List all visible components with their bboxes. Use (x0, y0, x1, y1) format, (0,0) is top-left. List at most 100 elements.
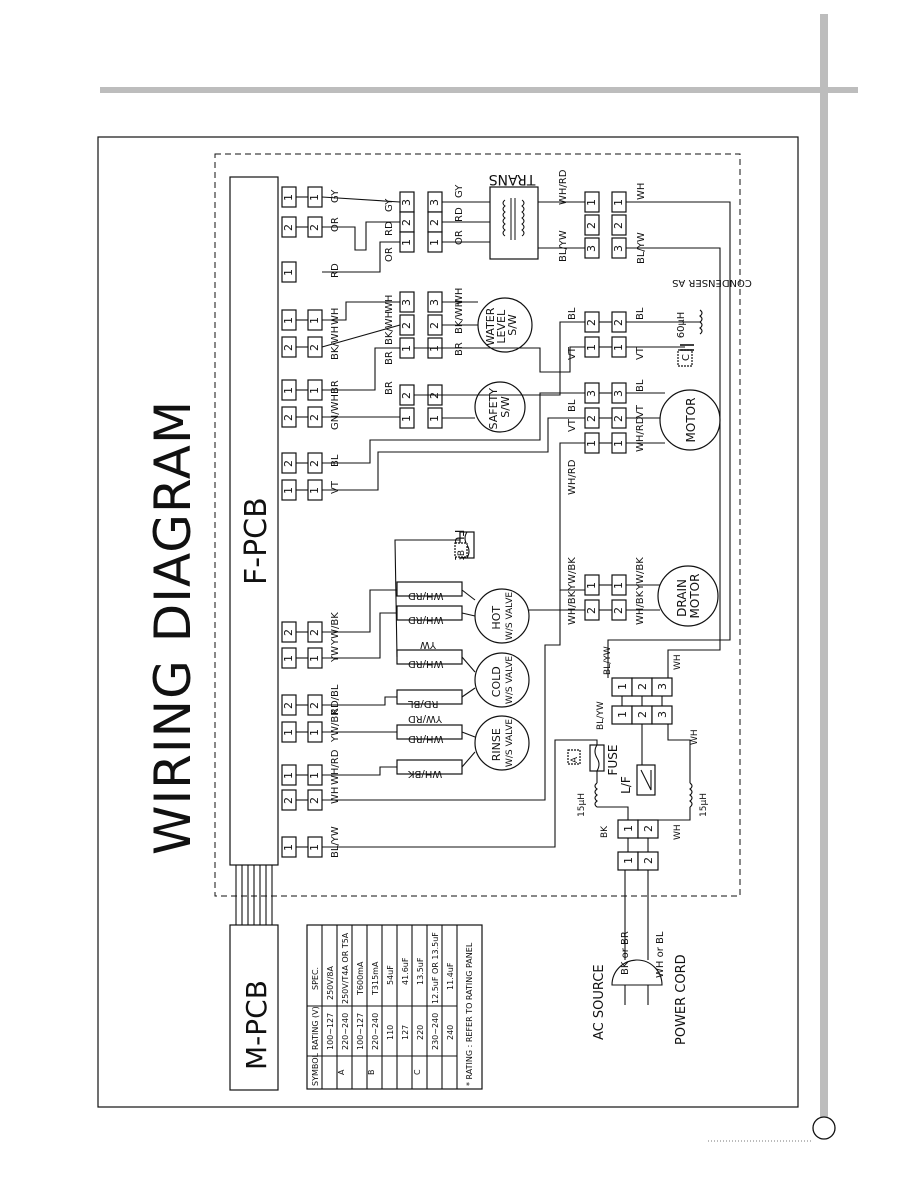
wire-label: VT (567, 418, 578, 432)
pin-label: 2 (282, 344, 295, 351)
wire-label: VT (567, 346, 578, 360)
symbol-b-box (454, 542, 468, 558)
pin-label: 1 (282, 844, 295, 851)
wire-label: WH (636, 183, 647, 200)
pin-label: 2 (400, 322, 413, 329)
header-bar (100, 87, 858, 93)
filter-connectors: 1 2 3 1 2 3 1 2 1 2 (611, 677, 673, 871)
pin-label: 1 (308, 655, 321, 662)
wire-label: YW/BK (330, 709, 341, 743)
trans-connectors: 3 2 1 3 2 1 (399, 191, 443, 253)
wire-label: BL/YW (330, 826, 341, 858)
wire-label: BL (567, 307, 578, 320)
pin-label: 2 (308, 344, 321, 351)
pin-label: 1 (308, 194, 321, 201)
rinse-valve-label: RINSE W/S VALVE (490, 719, 515, 767)
wire-label: VT (330, 480, 341, 494)
table-cell: 11.4uF (446, 962, 455, 990)
table-cell: B (367, 1070, 376, 1076)
pin-label: 3 (585, 245, 598, 252)
symbol-a-box (567, 749, 581, 765)
safety-label: SAFETY S/W (487, 385, 512, 430)
fuse-a-symbol (594, 744, 600, 772)
wire-label: WH (330, 308, 341, 325)
table-cell: 230~240 (431, 1013, 440, 1050)
choke-2-label: 15µH (699, 793, 709, 817)
table-cell: 250V/8A (326, 965, 335, 1000)
table-cell: 12.5uF OR 13.5uF (431, 932, 440, 1004)
pin-label: 2 (585, 319, 598, 326)
pin-label: 1 (428, 415, 441, 422)
plug-2-label: WH or BL (655, 931, 666, 978)
pin-label: 2 (308, 414, 321, 421)
plug-icon (611, 870, 663, 1005)
wire-label: BR (454, 342, 465, 356)
pin-label: 2 (282, 224, 295, 231)
pin-label: 1 (400, 415, 413, 422)
pin-label: 2 (585, 415, 598, 422)
symbol-a-label: A (570, 756, 580, 763)
table-header: RATING (V) (311, 1006, 320, 1050)
drain-motor (657, 565, 719, 627)
wire-label: BL/YW (596, 701, 606, 730)
choke-1-label: 15µH (577, 793, 587, 817)
wire-label: YW/RD (408, 713, 443, 724)
pin-label: 1 (282, 655, 295, 662)
condenser-coil (699, 309, 703, 335)
safety-connectors: 2 1 2 1 (399, 384, 443, 429)
wire-label: OR (454, 230, 465, 245)
cold-valve-label: COLD W/S VALVE (490, 656, 515, 704)
pin-label: 3 (428, 199, 441, 206)
pin-label: 2 (308, 797, 321, 804)
wire-label: WH/BK (408, 768, 443, 779)
pin-label: 1 (308, 317, 321, 324)
wire-label: WH (690, 729, 700, 745)
wire-label: WH (673, 824, 683, 840)
pin-label: 2 (282, 797, 295, 804)
safety-line1: SAFETY (487, 388, 500, 430)
pin-label: 2 (642, 857, 655, 864)
table-cell: C (413, 1069, 422, 1075)
table-cell: T315mA (371, 961, 380, 996)
pin-label: 2 (612, 607, 625, 614)
valve-wire-labels: WH/RD WH/RD YW WH/RD RD/BL YW/RD WH/RD W… (408, 590, 444, 779)
pin-label: 2 (400, 392, 413, 399)
cold-valve (474, 652, 530, 708)
motor-wire-labels: BL VT BL VT WH/RD BL VT BL VT WH/RD (567, 307, 646, 495)
wire-label: WH/RD (408, 614, 444, 625)
pin-label: 2 (612, 222, 625, 229)
drain-wire-labels: YW/BK WH/BK YW/BK WH/BK (567, 557, 646, 625)
f-pcb-label: F-PCB (239, 497, 274, 585)
pin-label: 1 (585, 582, 598, 589)
pin-label: 1 (612, 440, 625, 447)
power-cord-label: POWER CORD (674, 954, 689, 1045)
motor-label: MOTOR (684, 398, 698, 443)
rinse-line1: RINSE (490, 728, 503, 761)
wire-label: GY (454, 184, 465, 198)
wire-label: YW (420, 639, 437, 650)
table-cell: 240 (446, 1025, 455, 1040)
wire-label: RD/BL (408, 698, 439, 709)
trans-out-connectors: 1 2 3 1 2 3 (584, 191, 627, 259)
pin-label: 2 (308, 629, 321, 636)
table-cell: 100~127 (356, 1013, 365, 1050)
wire-label: WH/BK (635, 590, 646, 625)
m-pcb-label: M-PCB (240, 980, 273, 1070)
drain-line1: DRAIN (675, 579, 689, 617)
pin-label: 2 (612, 319, 625, 326)
wire-label: WH/RD (408, 658, 444, 669)
pin-label: 1 (308, 729, 321, 736)
wire-label: WH/RD (558, 169, 569, 205)
water-level-line3: S/W (506, 314, 519, 336)
drain-motor-label: DRAIN MOTOR (675, 574, 702, 619)
wire-label: YW/BK (330, 612, 341, 646)
table-cell: 220 (416, 1025, 425, 1040)
pin-label: 1 (400, 239, 413, 246)
wire-label: OR (384, 247, 395, 262)
pin-label: 2 (308, 702, 321, 709)
pin-label: 1 (622, 857, 635, 864)
lf-symbol (640, 769, 652, 791)
pin-label: 1 (622, 825, 635, 832)
pin-label: 2 (282, 702, 295, 709)
